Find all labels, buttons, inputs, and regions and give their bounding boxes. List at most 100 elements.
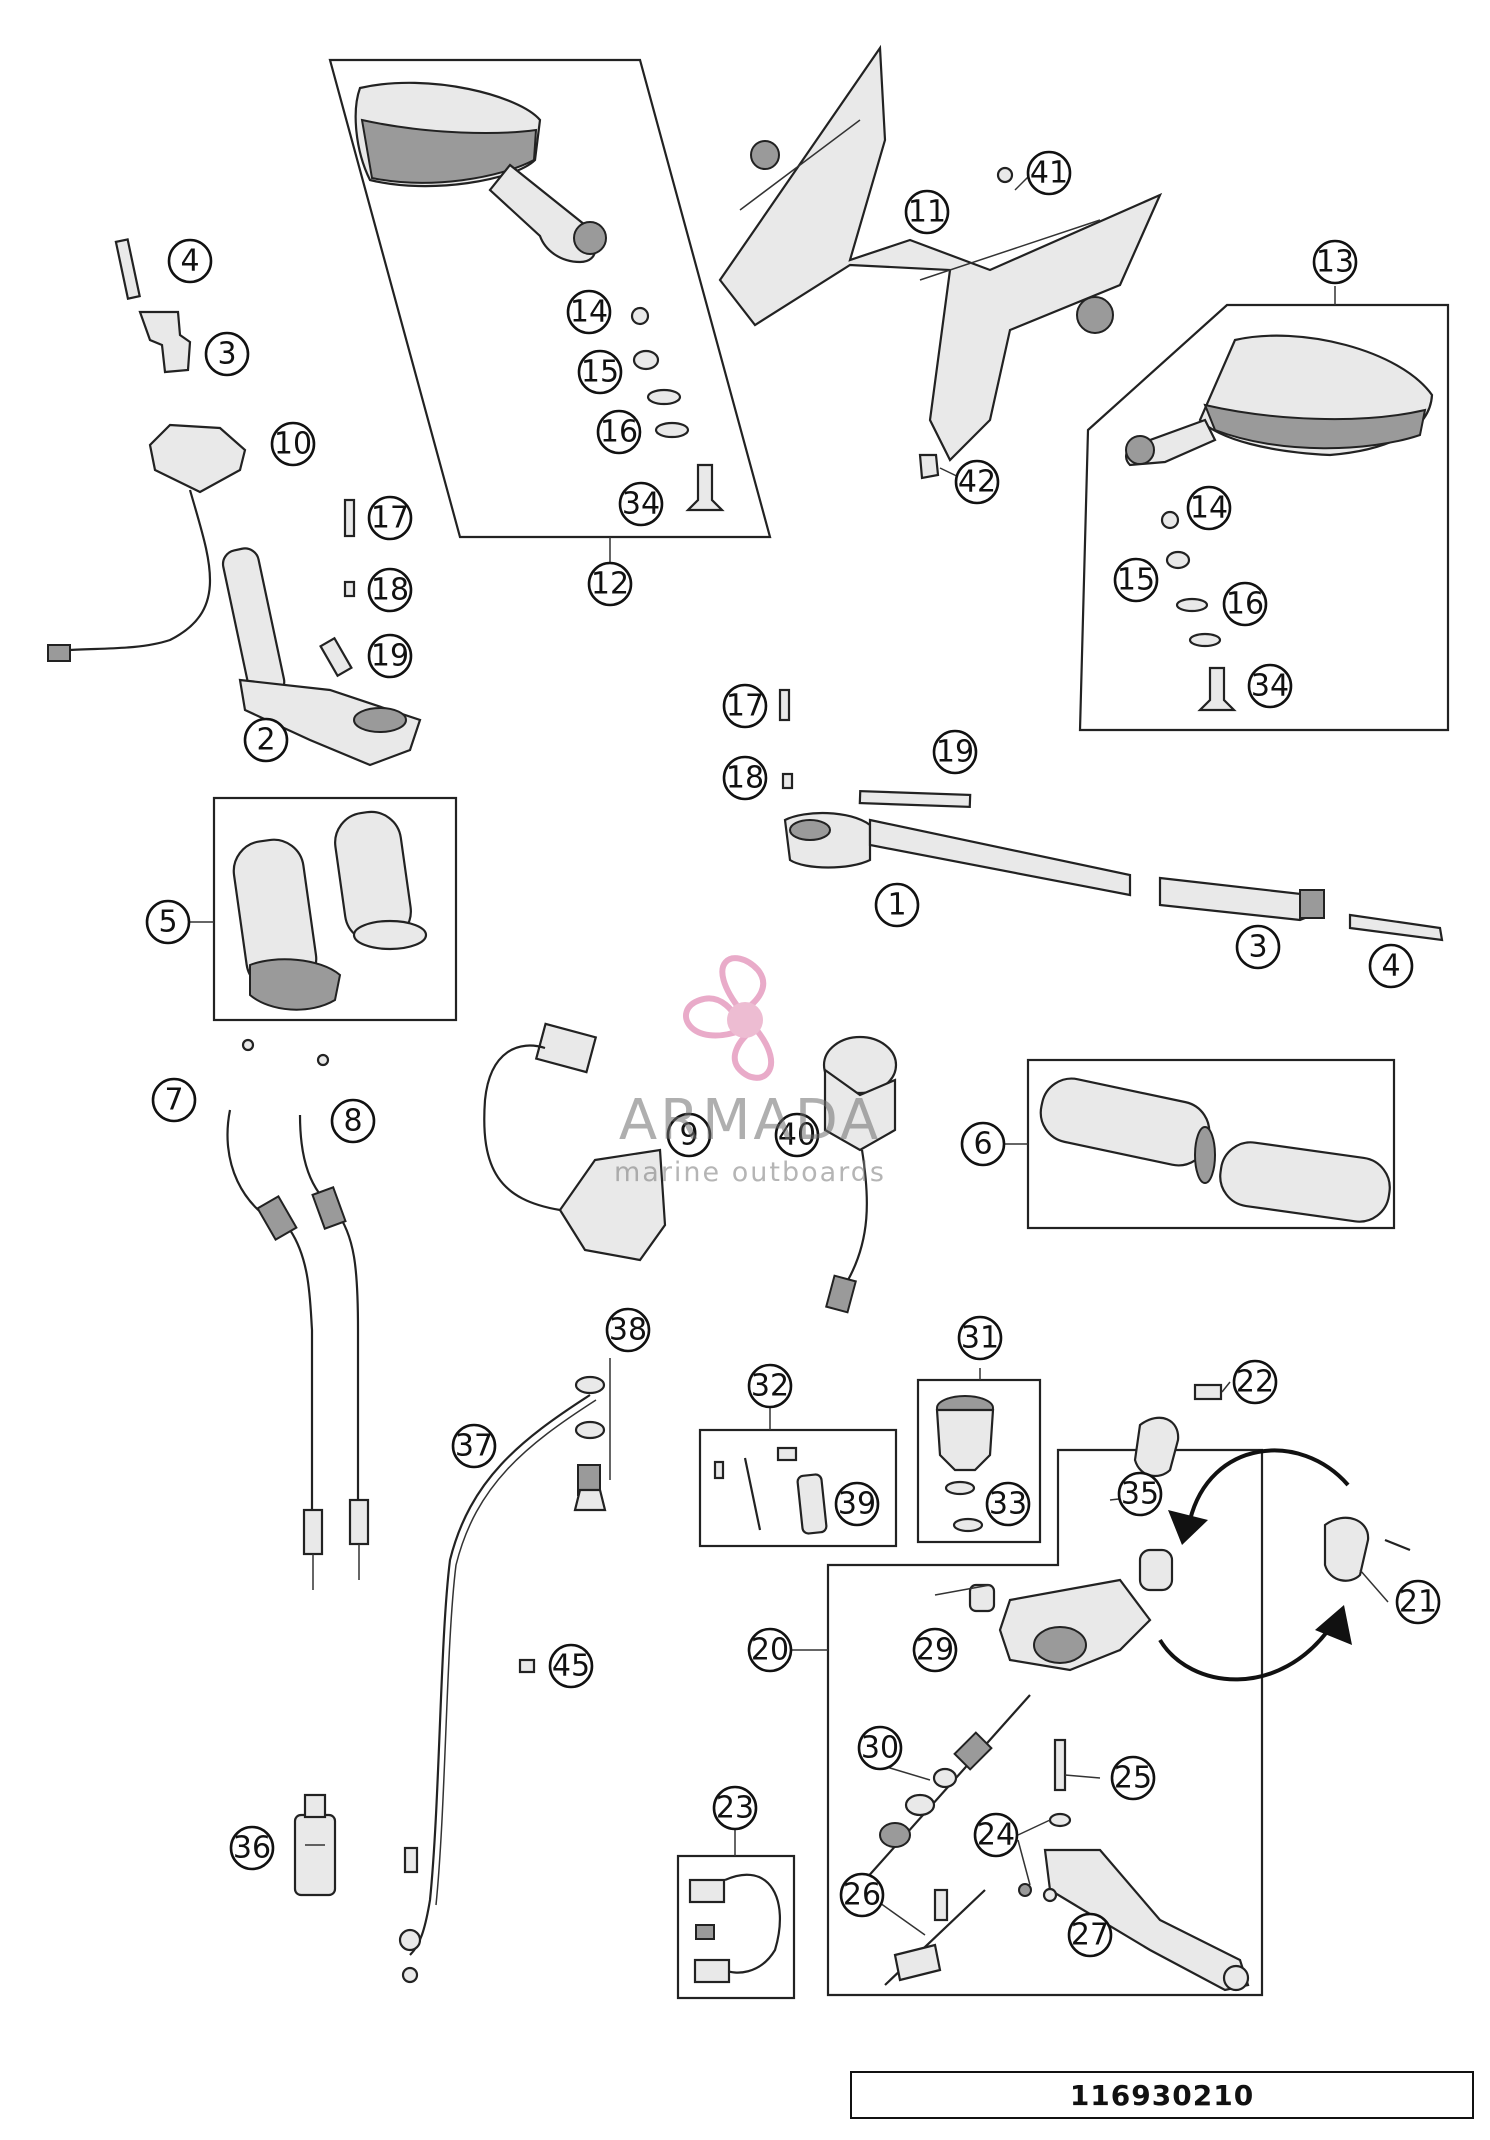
callout-37: 37 (451, 1423, 497, 1469)
callout-38: 38 (605, 1307, 651, 1353)
callout-24: 24 (973, 1812, 1019, 1858)
dashboard-bracket (718, 44, 1163, 480)
watermark-brand-text: ARMADA (618, 1088, 882, 1153)
kit-group-32 (698, 1428, 898, 1548)
callout-12: 12 (587, 561, 633, 607)
svg-text:15: 15 (1117, 563, 1155, 598)
callout-6: 6 (960, 1121, 1006, 1167)
callout-15b: 15 (1113, 557, 1159, 603)
handlebar-assembly (778, 688, 1444, 942)
svg-text:16: 16 (600, 415, 638, 450)
svg-text:9: 9 (679, 1118, 698, 1153)
callout-4b: 4 (1368, 943, 1414, 989)
callout-33: 33 (985, 1481, 1031, 1527)
callout-8: 8 (330, 1098, 376, 1144)
callout-18b: 18 (722, 755, 768, 801)
drawing-number: 116930210 (1069, 2078, 1255, 2112)
grips-group-5 (212, 796, 458, 1022)
callout-26: 26 (839, 1872, 885, 1918)
throttle-cables (226, 1038, 370, 1590)
callout-2: 2 (243, 717, 289, 763)
svg-text:11: 11 (908, 195, 946, 230)
mirror-right-box (1078, 303, 1450, 732)
svg-text:17: 17 (726, 689, 764, 724)
svg-text:31: 31 (961, 1321, 999, 1356)
callout-16b: 16 (1222, 581, 1268, 627)
drawing-number-box: 116930210 (850, 2071, 1474, 2119)
svg-text:23: 23 (716, 1791, 754, 1826)
svg-text:5: 5 (158, 905, 177, 940)
svg-text:21: 21 (1399, 1585, 1437, 1620)
svg-text:14: 14 (1190, 491, 1228, 526)
callout-15: 15 (577, 349, 623, 395)
svg-text:19: 19 (936, 735, 974, 770)
svg-text:14: 14 (570, 295, 608, 330)
svg-text:27: 27 (1071, 1918, 1109, 1953)
callout-40: 40 (774, 1112, 820, 1158)
brake-hose (398, 1375, 607, 1984)
svg-text:40: 40 (778, 1118, 816, 1153)
callout-42: 42 (954, 459, 1000, 505)
callout-29: 29 (912, 1627, 958, 1673)
svg-text:22: 22 (1236, 1365, 1274, 1400)
svg-text:3: 3 (1248, 930, 1267, 965)
svg-text:15: 15 (581, 355, 619, 390)
svg-text:7: 7 (164, 1083, 183, 1118)
callout-45: 45 (548, 1643, 594, 1689)
callout-14: 14 (566, 289, 612, 335)
svg-text:3: 3 (217, 337, 236, 372)
callout-19: 19 (367, 633, 413, 679)
brake-fluid-bottle (293, 1793, 337, 1897)
svg-text:8: 8 (343, 1104, 362, 1139)
svg-text:6: 6 (973, 1127, 992, 1162)
callout-11: 11 (904, 189, 950, 235)
callout-20: 20 (747, 1627, 793, 1673)
svg-text:42: 42 (958, 465, 996, 500)
brake-master-cylinder-group (826, 1448, 1264, 1997)
svg-text:36: 36 (233, 1831, 271, 1866)
left-throttle-assembly (47, 238, 422, 767)
svg-text:4: 4 (1381, 949, 1400, 984)
svg-text:4: 4 (180, 244, 199, 279)
svg-text:34: 34 (1251, 669, 1289, 704)
mirror-right-group (1125, 334, 1434, 712)
callout-4: 4 (167, 238, 213, 284)
callout-23: 23 (712, 1785, 758, 1831)
svg-text:37: 37 (455, 1429, 493, 1464)
callout-16: 16 (596, 409, 642, 455)
callout-21: 21 (1395, 1579, 1441, 1625)
callout-19b: 19 (932, 729, 978, 775)
reservoir-group-31 (916, 1378, 1042, 1544)
svg-text:35: 35 (1121, 1477, 1159, 1512)
svg-text:41: 41 (1030, 156, 1068, 191)
svg-text:19: 19 (371, 639, 409, 674)
callout-10: 10 (270, 421, 316, 467)
callout-41: 41 (1026, 150, 1072, 196)
svg-text:1: 1 (887, 888, 906, 923)
svg-text:2: 2 (256, 723, 275, 758)
callout-34b: 34 (1247, 663, 1293, 709)
svg-text:38: 38 (609, 1313, 647, 1348)
callout-36: 36 (229, 1825, 275, 1871)
callout-39: 39 (834, 1481, 880, 1527)
callout-13: 13 (1312, 239, 1358, 285)
svg-text:33: 33 (989, 1487, 1027, 1522)
callout-30: 30 (857, 1725, 903, 1771)
clamp-parts (1133, 1383, 1411, 1582)
svg-text:12: 12 (591, 567, 629, 602)
propeller-logo (683, 955, 774, 1081)
callout-17: 17 (367, 495, 413, 541)
svg-text:32: 32 (751, 1369, 789, 1404)
callout-3b: 3 (1235, 924, 1281, 970)
callout-18: 18 (367, 567, 413, 613)
callout-32: 32 (747, 1363, 793, 1409)
switch-cable-group-23 (676, 1854, 796, 2000)
callout-17b: 17 (722, 683, 768, 729)
callout-35: 35 (1117, 1471, 1163, 1517)
watermark-tagline-text: marine outboards (613, 1157, 886, 1188)
callout-22: 22 (1232, 1359, 1278, 1405)
mirror-left-group (328, 58, 772, 565)
svg-text:18: 18 (726, 761, 764, 796)
callout-9: 9 (666, 1112, 712, 1158)
